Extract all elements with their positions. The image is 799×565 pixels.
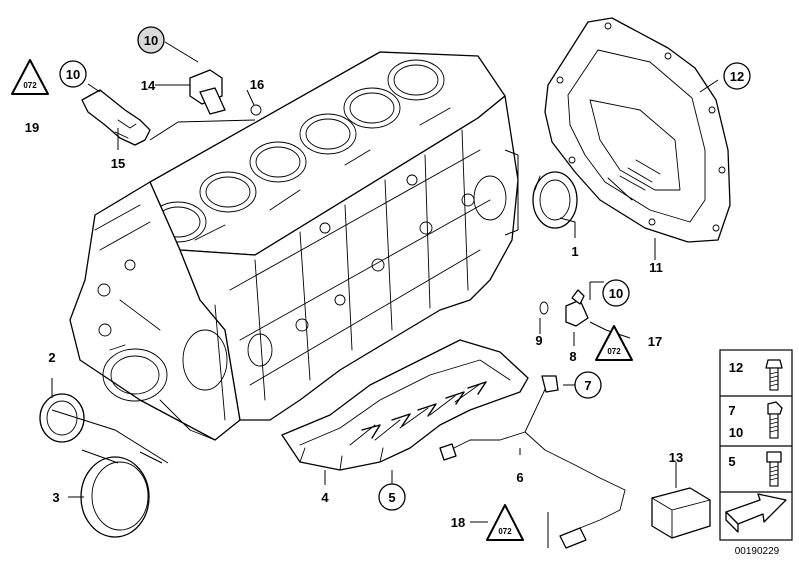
knock-sensor-harness: [439, 375, 626, 549]
callout-1: 1: [571, 244, 578, 259]
legend-5: 5: [728, 454, 735, 469]
callout-18: 18: [451, 515, 465, 530]
callout-7: 7: [584, 378, 591, 393]
callout-17: 17: [648, 334, 662, 349]
callout-8: 8: [569, 349, 576, 364]
legend-7: 7: [728, 403, 735, 418]
callout-6: 6: [516, 470, 523, 485]
callout-10-right: 10: [609, 286, 623, 301]
crankshaft-seal-front: [39, 393, 85, 443]
bolt-icon: [766, 451, 782, 487]
end-plate: [544, 17, 731, 243]
arrow-icon: [725, 493, 787, 533]
warning-triangle-icon: 072: [486, 504, 524, 541]
bolt-icon: [767, 401, 783, 439]
callout-14: 14: [141, 78, 156, 93]
callout-9: 9: [535, 333, 542, 348]
warning-label: 072: [23, 81, 37, 90]
leader-lines: [51, 41, 719, 548]
callout-3: 3: [52, 490, 59, 505]
callout-circle: [59, 60, 87, 88]
callout-15: 15: [111, 156, 125, 171]
callout-11: 11: [649, 260, 663, 275]
callout-12: 12: [730, 69, 744, 84]
blanking-cover: [80, 456, 150, 538]
callout-circle: [574, 371, 602, 399]
warning-label: 072: [498, 527, 512, 536]
callout-19: 19: [25, 120, 39, 135]
engine-block: [69, 51, 519, 441]
callout-4: 4: [321, 490, 329, 505]
callout-circle: [723, 62, 751, 90]
callout-circle: [602, 279, 630, 307]
drawing-number: 00190229: [735, 546, 780, 557]
callout-2: 2: [48, 350, 55, 365]
hardware-legend: 12 7 10 5: [719, 349, 793, 541]
warning-triangle-icon: 072: [11, 59, 49, 95]
callout-5: 5: [388, 490, 395, 505]
legend-10: 10: [729, 425, 743, 440]
bolt-icon: [765, 359, 783, 391]
callout-10-top: 10: [144, 33, 158, 48]
crankshaft-sensor: [539, 289, 589, 327]
callout-10-left: 10: [66, 67, 80, 82]
callout-circle: [378, 483, 406, 511]
callout-16: 16: [250, 77, 264, 92]
rubber-buffer: [651, 487, 711, 539]
callout-circle: [137, 26, 165, 54]
callout-13: 13: [669, 450, 683, 465]
windage-tray: [281, 339, 529, 471]
crankshaft-seal-rear: [532, 171, 578, 229]
warning-triangle-icon: 072: [595, 325, 633, 361]
oil-valve: [81, 69, 262, 146]
legend-12: 12: [729, 360, 743, 375]
warning-label: 072: [607, 347, 621, 356]
